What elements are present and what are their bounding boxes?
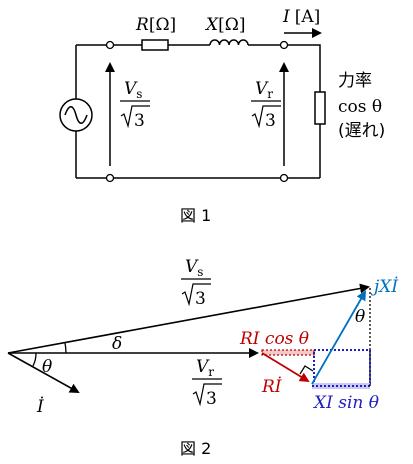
figure2-caption: 図 2 [180,439,211,458]
phasor-vr-fraction: Vr 3 [192,357,222,409]
current-label: I [282,7,290,27]
vs-denominator: 3 [134,111,145,131]
jxi-label: jXİ [370,276,398,297]
reactance-unit: [Ω] [218,15,245,35]
wire-top-right [284,44,321,178]
ri-phasor [261,352,310,383]
svg-text:R[Ω]: R[Ω] [135,15,176,35]
phasor-diagram: Vs 3 Vr 3 δ θ θ İ jXİ RI cos θ Rİ XI sin… [7,257,398,417]
svg-text:3: 3 [206,389,217,409]
inductor-icon [209,39,249,46]
svg-text:I[A]: I[A] [282,7,320,27]
delta-arc [64,342,67,354]
sine-wave-icon [64,106,88,124]
reactance-label: X [204,15,219,35]
ri-cos-region [261,349,315,356]
load-lagging-label: (遅れ) [338,121,385,141]
svg-text:Vr: Vr [196,357,214,379]
circuit-diagram: R[Ω] X[Ω] I[A] Vs 3 Vr 3 力率 cos θ (遅れ) [59,7,385,183]
resistor-label: R [135,15,149,35]
vs-fraction: Vs 3 [120,79,150,131]
svg-text:3: 3 [195,289,206,309]
theta-arc [32,352,37,367]
terminal-bottom-left [105,173,115,183]
resistor-unit: [Ω] [149,15,176,35]
right-angle-mark [299,365,314,375]
figure1-caption: 図 1 [180,206,211,225]
xi-sin-label: XI sin θ [312,393,379,413]
terminal-top-right [279,40,289,50]
delta-label: δ [112,334,122,354]
terminal-top-left [105,40,115,50]
load-cos-label: cos θ [338,97,382,117]
svg-text:X[Ω]: X[Ω] [204,15,245,35]
ri-cos-label: RI cos θ [239,329,309,349]
svg-text:Vr: Vr [255,79,273,101]
load-power-factor-label: 力率 [338,71,372,91]
current-phasor [7,352,80,393]
vr-fraction: Vr 3 [251,79,281,131]
xi-sin-region [313,349,371,387]
theta-label: θ [42,357,52,377]
ri-dot-label: Rİ [261,376,282,397]
current-unit: [A] [295,7,321,27]
theta-right-label: θ [355,307,365,327]
current-phasor-label: İ [36,396,44,417]
resistor-icon [141,39,169,51]
terminal-bottom-right [279,173,289,183]
load-icon [314,91,326,125]
svg-text:Vs: Vs [185,257,203,279]
jxi-phasor [311,290,366,385]
phasor-vs-fraction: Vs 3 [181,257,211,309]
vs-phasor [7,283,370,354]
vr-denominator: 3 [265,111,276,131]
svg-text:Vs: Vs [124,79,142,101]
